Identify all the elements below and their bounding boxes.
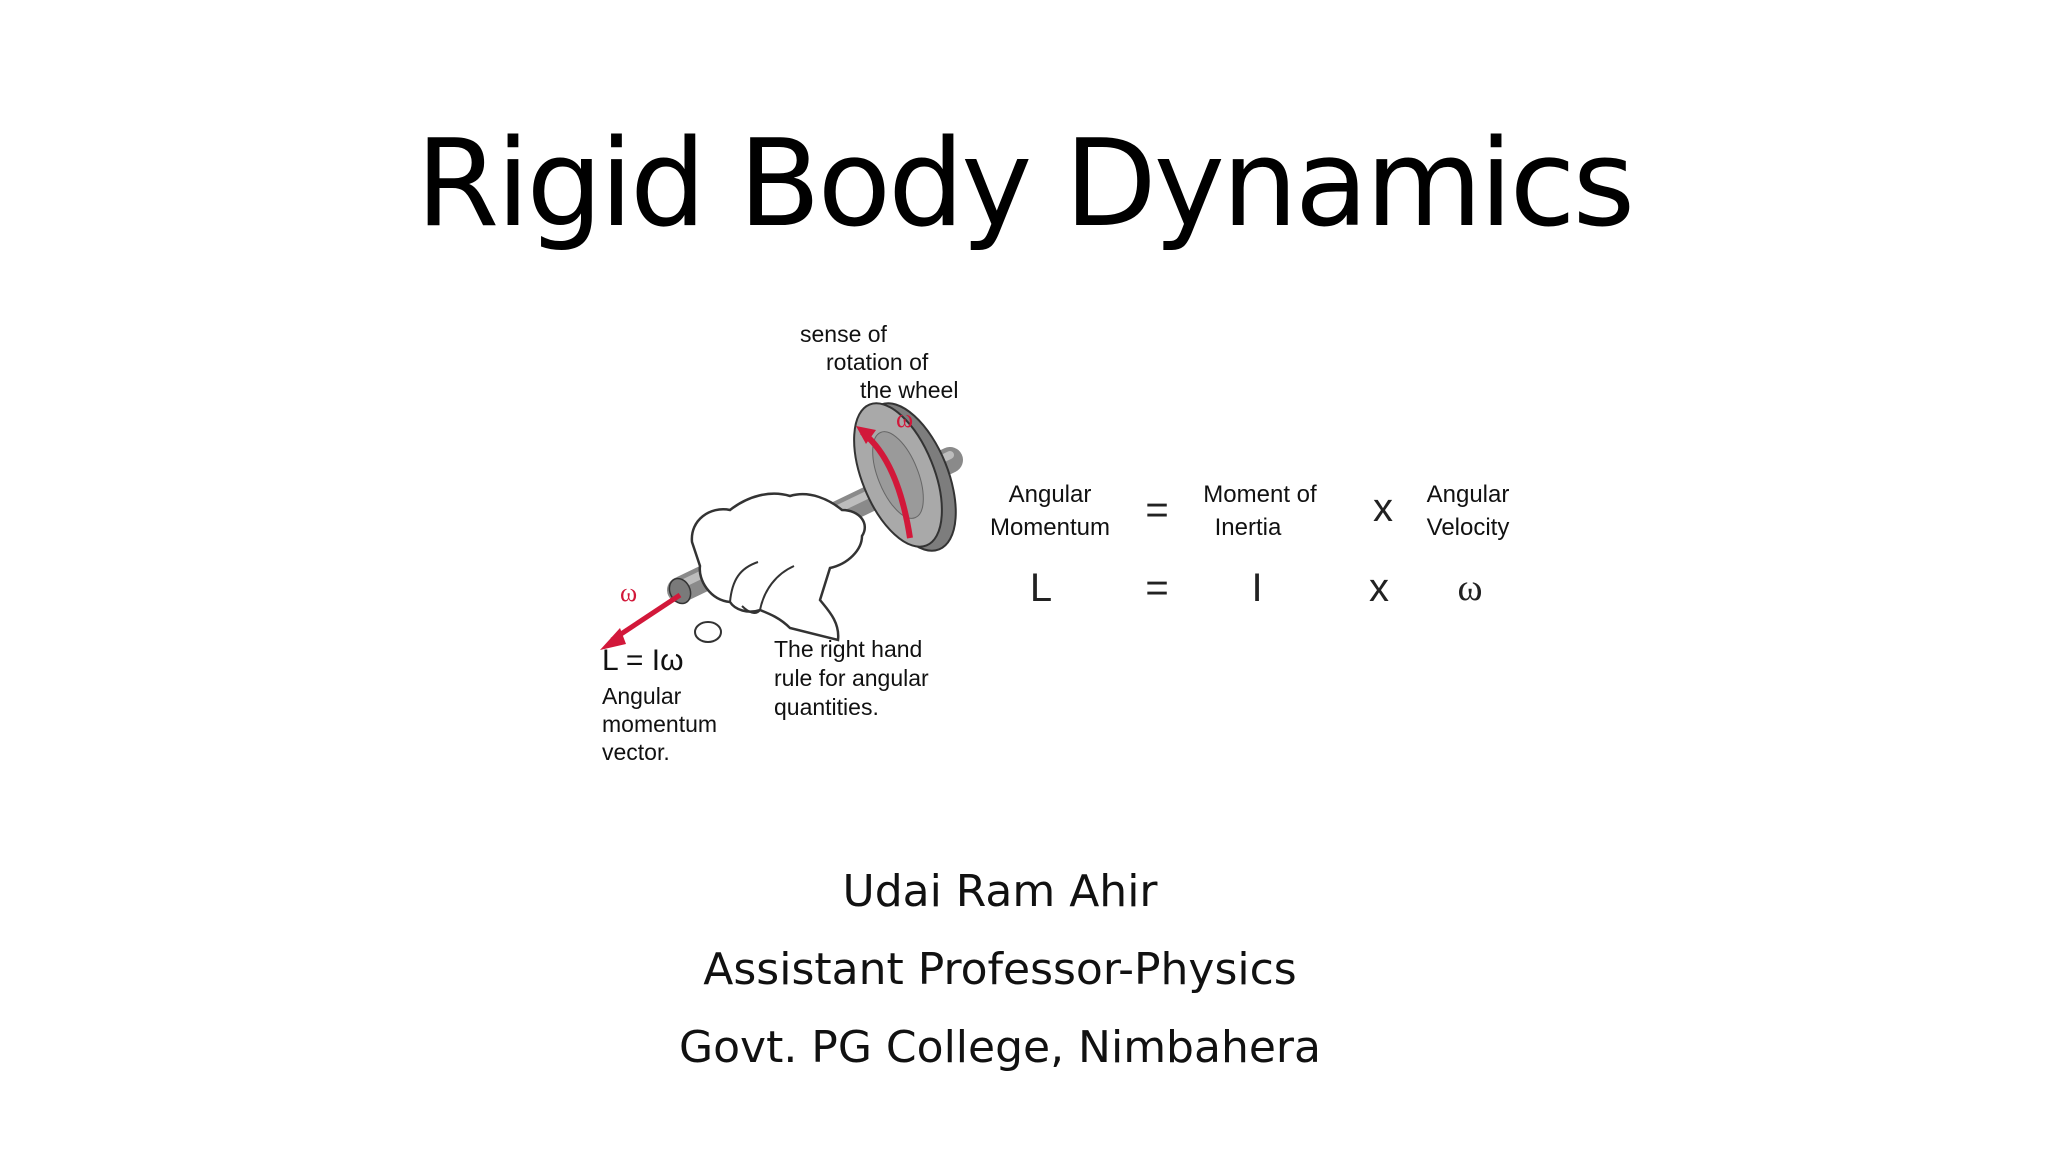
- slide-title: Rigid Body Dynamics: [415, 115, 1635, 254]
- author-block: Udai Ram Ahir Assistant Professor-Physic…: [0, 853, 2000, 1087]
- vector-label-1: Angular: [602, 683, 682, 709]
- author-institution: Govt. PG College, Nimbahera: [679, 1022, 1321, 1073]
- rule-label-2: rule for angular: [774, 665, 929, 691]
- symbol-L: L: [1029, 566, 1053, 610]
- sense-label-1: sense of: [800, 321, 887, 347]
- author-name: Udai Ram Ahir: [842, 866, 1158, 917]
- sense-label-2: rotation of: [826, 349, 929, 375]
- sense-label-3: the wheel: [860, 377, 959, 403]
- angular-momentum-vector: [610, 592, 682, 643]
- wheel-omega: ω: [896, 404, 914, 433]
- author-position: Assistant Professor-Physics: [703, 944, 1297, 995]
- vector-omega: ω: [620, 578, 638, 607]
- angular-momentum-figure: sense of rotation of the wheel ω ω L = I…: [580, 310, 1560, 780]
- lw-label: L = Iω: [602, 644, 684, 677]
- term-angular-momentum-1: Angular: [1008, 481, 1092, 508]
- rule-label-3: quantities.: [774, 694, 879, 720]
- term-angular-velocity-2: Velocity: [1426, 514, 1510, 541]
- term-angular-velocity-1: Angular: [1426, 481, 1510, 508]
- equals-sign-symbols: =: [1145, 566, 1169, 610]
- vector-label-2: momentum: [602, 711, 718, 737]
- symbol-omega: ω: [1457, 567, 1483, 609]
- term-moment-of-inertia-2: Inertia: [1214, 514, 1282, 541]
- rotation-arrow: [860, 429, 913, 539]
- rule-label-1: The right hand: [774, 636, 923, 662]
- right-hand: [690, 492, 867, 642]
- symbol-I: I: [1251, 566, 1263, 610]
- term-moment-of-inertia-1: Moment of: [1203, 481, 1317, 508]
- term-angular-momentum-2: Momentum: [989, 514, 1111, 541]
- vector-label-3: vector.: [602, 739, 670, 765]
- equals-sign-words: =: [1145, 488, 1169, 532]
- times-sign-words: x: [1373, 486, 1393, 530]
- wheel-hand-illustration: [600, 402, 963, 650]
- times-sign-symbols: x: [1369, 566, 1389, 610]
